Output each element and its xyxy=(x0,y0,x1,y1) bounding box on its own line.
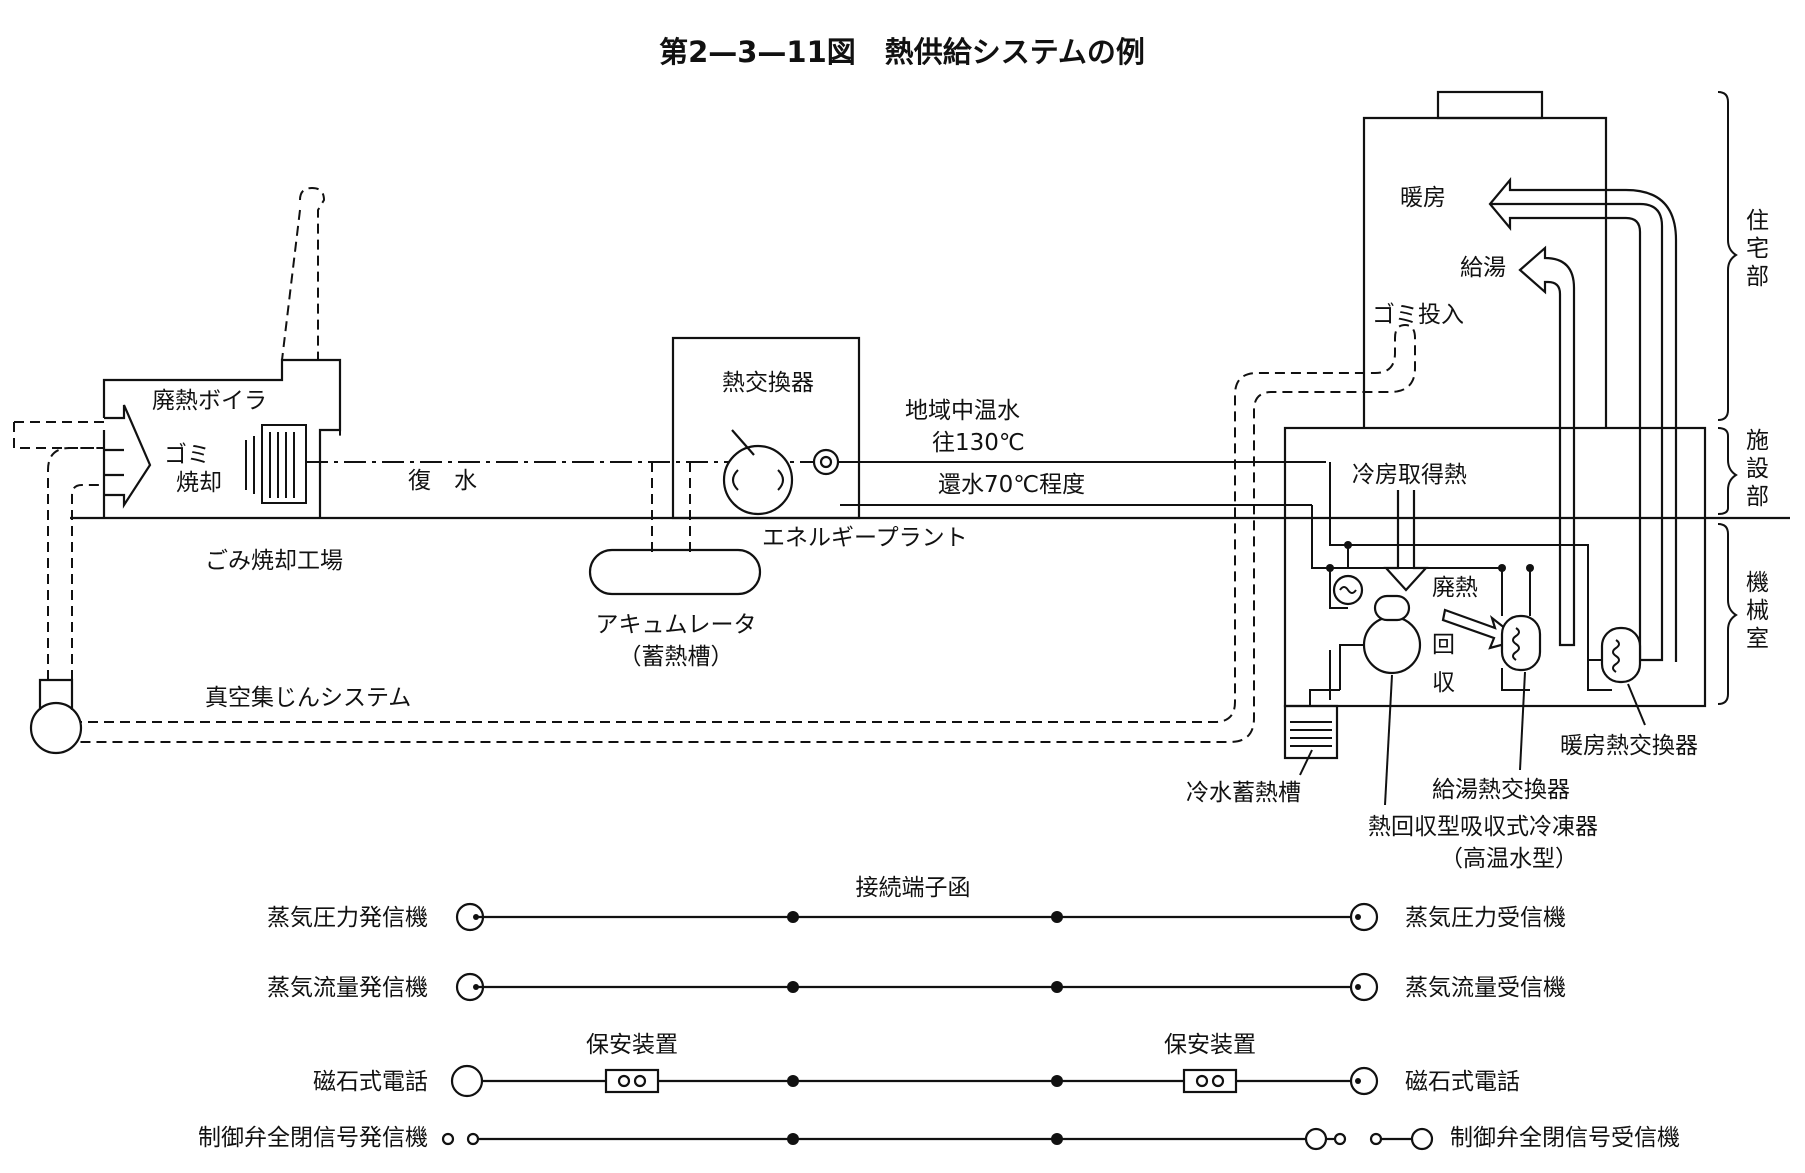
hot-water-hx-leader xyxy=(1519,671,1526,771)
signal-row-2-right: 蒸気流量受信機 xyxy=(1405,975,1566,1001)
energy-plant: 熱交換器 エネルギープラント xyxy=(651,336,968,555)
signal-row-4-left: 制御弁全閉信号発信機 xyxy=(198,1125,428,1151)
zone-braces: 住 宅 部 施 設 部 機 械 室 xyxy=(1717,91,1769,705)
condensate-label: 復 水 xyxy=(408,468,477,494)
zone-mac-3: 室 xyxy=(1746,626,1769,652)
signal-row-3: 磁石式電話 磁石式電話 xyxy=(313,1064,1520,1098)
absorption-chiller xyxy=(1329,594,1422,700)
zone-fac-2: 設 xyxy=(1746,456,1769,482)
security-device-left xyxy=(604,1068,660,1094)
signal-row-1-right: 蒸気圧力受信機 xyxy=(1405,905,1566,931)
chiller-sub-label: （高温水型） xyxy=(1440,846,1578,872)
signal-row-2-left: 蒸気流量発信機 xyxy=(267,975,428,1001)
zone-mac-2: 械 xyxy=(1746,598,1769,624)
heating-arrow xyxy=(1488,176,1678,662)
security-device-right xyxy=(1182,1068,1238,1094)
signal-row-4-right: 制御弁全閉信号受信機 xyxy=(1450,1125,1680,1151)
boiler-coil xyxy=(245,424,307,504)
accumulator-label: アキュムレータ xyxy=(596,612,757,638)
heating-label: 暖房 xyxy=(1400,185,1446,211)
signal-wiring: 接続端子函 保安装置 保安装置 蒸気圧力発信機 蒸気圧力受信機 蒸気流量発信機 … xyxy=(198,875,1680,1151)
zone-res-1: 住 xyxy=(1746,208,1769,234)
cooling-heat-arrow xyxy=(1383,490,1429,592)
heating-hx-label: 暖房熱交換器 xyxy=(1560,733,1698,759)
waste-heat-boiler-label: 廃熱ボイラ xyxy=(152,388,267,414)
heat-exchanger-symbol xyxy=(722,444,794,516)
incineration-label: 焼却 xyxy=(176,470,222,496)
incineration-factory: 廃熱ボイラ ゴミ 焼却 ごみ焼却工場 xyxy=(13,186,343,574)
vacuum-collection-pipe: 真空集じんシステム xyxy=(29,323,1416,755)
signal-row-1-left: 蒸気圧力発信機 xyxy=(267,905,428,931)
accumulator: アキュムレータ （蓄熱槽） xyxy=(588,548,762,670)
district-water-label: 地域中温水 xyxy=(905,398,1020,424)
hot-water-hx xyxy=(1500,614,1542,691)
recovery-label-2: 収 xyxy=(1432,670,1455,696)
terminal-box-label: 接続端子函 xyxy=(856,875,971,901)
garbage-label: ゴミ xyxy=(164,442,210,468)
chiller-leader xyxy=(1384,674,1393,806)
chiller-label: 熱回収型吸収式冷凍器 xyxy=(1368,814,1598,840)
heating-hx-leader xyxy=(1627,683,1646,726)
waste-heat-label: 廃熱 xyxy=(1432,575,1478,601)
hot-water-hx-label: 給湯熱交換器 xyxy=(1432,777,1570,803)
supply-temp-label: 往130℃ xyxy=(932,430,1025,456)
zone-res-2: 宅 xyxy=(1746,236,1769,262)
zone-fac-3: 部 xyxy=(1746,484,1769,510)
zone-res-3: 部 xyxy=(1746,264,1769,290)
garbage-input-label: ゴミ投入 xyxy=(1372,302,1464,328)
accumulator-sub-label: （蓄熱槽） xyxy=(619,644,734,670)
cooling-heat-label: 冷房取得熱 xyxy=(1352,462,1467,488)
signal-row-4: 制御弁全閉信号発信機 制御弁全閉信号受信機 xyxy=(198,1125,1680,1151)
heat-exchanger-label: 熱交換器 xyxy=(722,370,814,396)
security-device-label-left: 保安装置 xyxy=(586,1032,678,1058)
signal-row-3-right: 磁石式電話 xyxy=(1405,1069,1520,1095)
zone-mac-1: 機 xyxy=(1746,570,1769,596)
energy-plant-label: エネルギープラント xyxy=(762,525,968,551)
recovery-label-1: 回 xyxy=(1432,632,1455,658)
hot-water-arrow xyxy=(1518,245,1576,647)
cold-storage-leader xyxy=(1299,749,1313,776)
figure-title: 第2—3—11図 熱供給システムの例 xyxy=(659,35,1145,69)
cold-storage-label: 冷水蓄熱槽 xyxy=(1186,780,1301,806)
cold-storage-tank xyxy=(1283,689,1340,760)
signal-row-3-left: 磁石式電話 xyxy=(313,1069,428,1095)
hot-water-label: 給湯 xyxy=(1460,255,1506,281)
heating-hx xyxy=(1587,626,1642,691)
zone-fac-1: 施 xyxy=(1746,428,1769,454)
return-temp-label: 還水70℃程度 xyxy=(938,472,1085,498)
signal-row-2: 蒸気流量発信機 蒸気流量受信機 xyxy=(267,972,1566,1002)
incineration-factory-label: ごみ焼却工場 xyxy=(205,548,343,574)
signal-row-1: 蒸気圧力発信機 蒸気圧力受信機 xyxy=(267,902,1566,932)
vacuum-collection-label: 真空集じんシステム xyxy=(205,685,411,711)
district-water-pipes: 地域中温水 往130℃ 還水70℃程度 xyxy=(840,398,1325,506)
residential-building: 暖房 給湯 ゴミ投入 冷房取得熱 廃熱 回 収 xyxy=(1283,90,1707,708)
security-device-label-right: 保安装置 xyxy=(1164,1032,1256,1058)
